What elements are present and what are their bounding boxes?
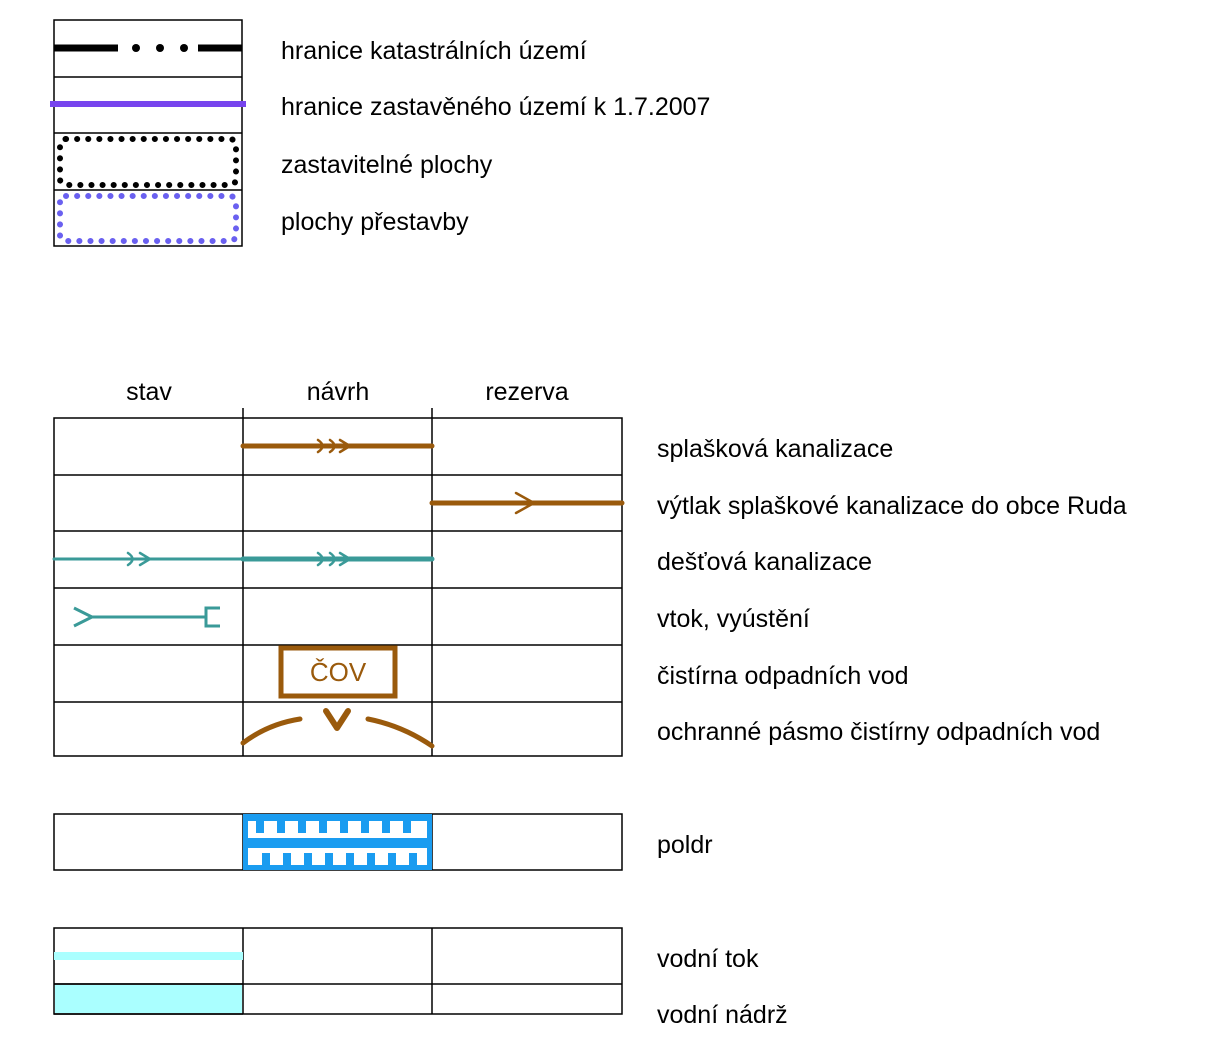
top-legend-box xyxy=(53,19,243,247)
row-label-inlet-outlet: vtok, vyústění xyxy=(657,605,810,633)
inlet-outlet-symbol xyxy=(73,606,220,628)
row-label-wwtp-protection: ochranné pásmo čistírny odpadních vod xyxy=(657,718,1101,746)
legend-label-built-up: hranice zastavěného území k 1.7.2007 xyxy=(281,93,711,121)
row-label-storm-sewer: dešťová kanalizace xyxy=(657,548,873,576)
wwtp-protection-zone-symbol xyxy=(240,708,435,749)
wwtp-symbol-text: ČOV xyxy=(310,657,367,687)
pressure-sewage-reserve-symbol xyxy=(429,491,625,515)
row-label-sewage: splašková kanalizace xyxy=(657,435,894,463)
poldr-symbol xyxy=(243,814,432,870)
legend-label-redevelopment: plochy přestavby xyxy=(281,208,469,236)
row-label-poldr: poldr xyxy=(657,831,713,859)
row-label-pressure-sewage: výtlak splaškové kanalizace do obce Ruda xyxy=(657,492,1127,520)
legend-label-buildable: zastavitelné plochy xyxy=(281,151,493,179)
main-table-grid xyxy=(53,408,623,757)
redevelopment-area-symbol xyxy=(57,193,239,244)
cadastral-boundary-symbol xyxy=(54,44,242,52)
buildable-area-symbol xyxy=(57,136,239,188)
column-header-navrh: návrh xyxy=(306,378,370,406)
row-label-reservoir: vodní nádrž xyxy=(657,1001,788,1029)
water-reservoir-symbol xyxy=(55,985,242,1013)
column-header-stav: stav xyxy=(126,378,172,406)
column-header-rezerva: rezerva xyxy=(485,378,569,406)
storm-sewer-existing-symbol xyxy=(52,551,245,567)
storm-sewer-proposed-symbol xyxy=(240,551,435,567)
wwtp-symbol: ČOV xyxy=(278,645,398,699)
sewage-proposed-symbol xyxy=(240,438,435,454)
row-label-wwtp: čistírna odpadních vod xyxy=(657,662,909,690)
row-label-watercourse: vodní tok xyxy=(657,945,759,973)
legend-label-cadastral: hranice katastrálních území xyxy=(281,37,587,65)
